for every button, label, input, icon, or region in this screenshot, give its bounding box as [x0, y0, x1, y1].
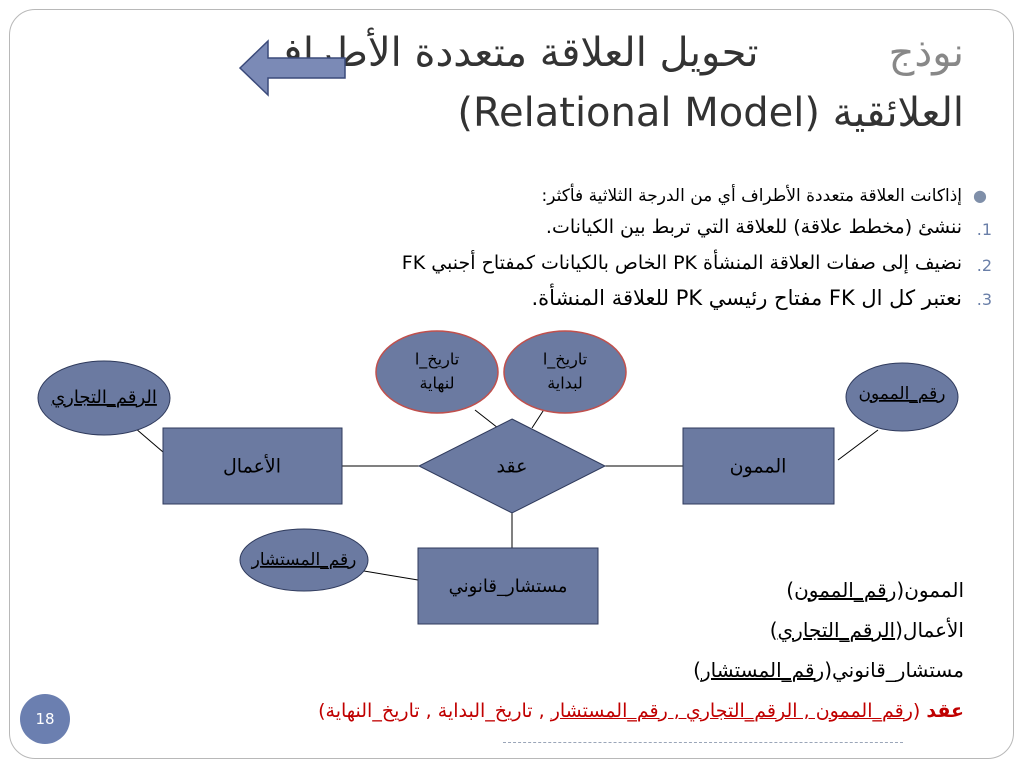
- connector-lines: [134, 407, 879, 581]
- dashed-divider: [503, 742, 903, 743]
- bullet-item-2: 2. نضيف إلى صفات العلاقة المنشأة PK الخا…: [202, 252, 992, 286]
- title-word-end: نوذج: [888, 30, 964, 76]
- attribute-start-date-line-1: تاريخ_ا: [543, 350, 587, 370]
- entity-client-label: الممون: [730, 456, 787, 478]
- bullet-number: 2.: [976, 256, 992, 275]
- line-end-date: [474, 409, 499, 429]
- schema-contract: عقد (رقم_الممون , الرقم_التجاري , رقم_ال…: [318, 700, 964, 722]
- bullet-text: ننشئ (مخطط علاقة) للعلاقة التي تربط بين …: [545, 216, 962, 238]
- bullet-item-1: 1. ننشئ (مخطط علاقة) للعلاقة التي تربط ب…: [202, 216, 992, 252]
- bullet-item-3: 3. نعتبر كل ال FK مفتاح رئيسي PK للعلاقة…: [202, 286, 993, 322]
- title-arrow-icon: [238, 39, 346, 97]
- attribute-start-date-line-2: لبداية: [547, 374, 583, 393]
- bullet-list: ● إذاكانت العلاقة متعددة الأطراف أي من ا…: [202, 186, 993, 322]
- schema-client: الممون(رقم_الممون): [786, 578, 964, 602]
- attribute-start-date: [503, 330, 627, 414]
- attribute-trade-no-label: الرقم_التجاري: [51, 387, 157, 408]
- schema-consultant: مستشار_قانوني(رقم_المستشار): [693, 658, 964, 682]
- relation-attributes: , تاريخ_البداية , تاريخ_النهاية: [325, 700, 551, 722]
- line-client-no: [837, 429, 879, 461]
- relation-key: رقم_المستشار: [700, 658, 825, 682]
- entity-consultant-label: مستشار_قانوني: [449, 576, 568, 597]
- relation-name: الممون: [904, 578, 964, 602]
- attribute-trade-no: [37, 360, 171, 436]
- attribute-consultant-no-label: رقم_المستشار: [251, 550, 357, 570]
- bullet-text: نضيف إلى صفات العلاقة المنشأة PK الخاص ب…: [401, 252, 962, 274]
- entity-works-label: الأعمال: [223, 455, 281, 478]
- attribute-client-no: [845, 362, 959, 432]
- attribute-end-date-line-2: لنهاية: [420, 374, 455, 394]
- attribute-consultant-no: [239, 528, 369, 592]
- attribute-client-no-label: رقم_الممون: [859, 384, 946, 404]
- attribute-end-date-line-1: تاريخ_ا: [415, 350, 459, 370]
- entity-works: [162, 427, 343, 505]
- line-start-date: [531, 407, 546, 429]
- bullet-intro: ● إذاكانت العلاقة متعددة الأطراف أي من ا…: [202, 186, 987, 216]
- bullet-text: نعتبر كل ال FK مفتاح رئيسي PK للعلاقة ال…: [531, 286, 963, 310]
- bullet-intro-text: إذاكانت العلاقة متعددة الأطراف أي من الد…: [541, 186, 962, 206]
- relation-name: الأعمال: [902, 618, 964, 642]
- schema-works: الأعمال(الرقم_التجاري): [769, 618, 964, 642]
- relation-name: مستشار_قانوني: [832, 658, 964, 682]
- relation-key: الرقم_التجاري: [777, 618, 896, 642]
- bullet-number: 3.: [976, 290, 992, 309]
- line-consultant-no: [357, 569, 419, 581]
- entity-client: [682, 427, 835, 505]
- bullet-dot-icon: ●: [973, 186, 987, 205]
- page-number-badge: 18: [20, 694, 70, 744]
- attribute-end-date: [375, 330, 499, 414]
- relationship-contract: [417, 418, 607, 514]
- line-trade-no: [134, 427, 164, 453]
- relation-key: رقم_الممون: [794, 578, 897, 602]
- entity-consultant: [417, 547, 599, 625]
- relation-name: عقد: [926, 700, 964, 722]
- bullet-number: 1.: [976, 220, 992, 239]
- slide-title-line-1: نوذجتحويل العلاقة متعددة الأطراف: [261, 30, 964, 76]
- relation-keys: رقم_الممون , الرقم_التجاري , رقم_المستشا…: [550, 700, 913, 722]
- slide-title-line-2: العلائقية (Relational Model): [457, 90, 964, 136]
- relationship-contract-label: عقد: [497, 456, 528, 478]
